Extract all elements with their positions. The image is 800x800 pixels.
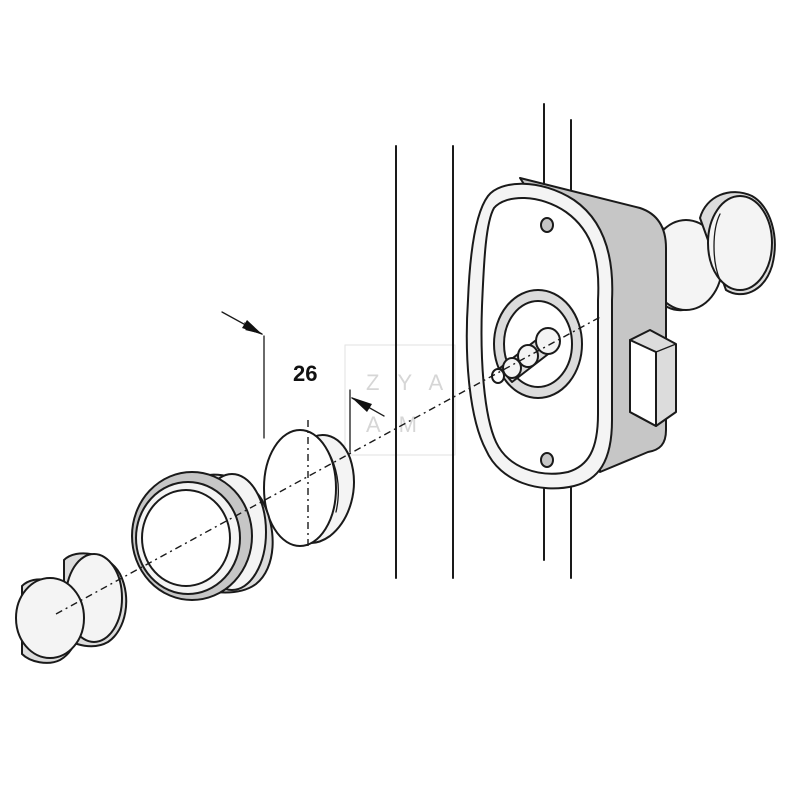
- watermark: ZYA AM: [344, 344, 461, 456]
- rear-knob: [649, 191, 776, 311]
- center-axis-line: [55, 315, 603, 615]
- mounting-ring: [263, 429, 355, 547]
- lock-housing: [465, 177, 677, 490]
- front-knob: [15, 552, 128, 664]
- front-rosette: [131, 471, 274, 601]
- dimension-value-label: 26: [293, 361, 317, 386]
- watermark-line2: AM: [366, 412, 435, 437]
- dimension-26: 26: [221, 311, 385, 453]
- watermark-line1: ZYA: [366, 370, 461, 395]
